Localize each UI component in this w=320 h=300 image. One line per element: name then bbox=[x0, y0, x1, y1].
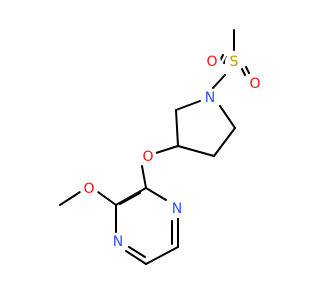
bond-sulfur-oxygen-bottom-a bbox=[241, 68, 246, 76]
bond-ring-c5-n bbox=[175, 100, 201, 111]
atom-label-background bbox=[139, 148, 157, 166]
bond-pyrazine-c5-n4 bbox=[125, 250, 147, 265]
bond-n-ring-c2 bbox=[219, 105, 236, 129]
methoxy-oxygen: O bbox=[80, 180, 98, 198]
bond-pyrazine-c2-c3 bbox=[115, 187, 147, 206]
bond-pyrazine-c3-c2-inner bbox=[119, 192, 141, 205]
bond-pyrazine-c6-c5 bbox=[145, 246, 179, 265]
atom-label-sulfur: S bbox=[230, 54, 239, 70]
pyrrolidine-nitrogen: N bbox=[201, 89, 219, 107]
atom-labels: O S O N O O N N bbox=[80, 53, 264, 251]
atom-label-background bbox=[225, 53, 243, 71]
bond-methoxy-o-methyl bbox=[59, 191, 81, 206]
bond-ring-c4-c5 bbox=[175, 109, 179, 147]
bond-sulfur-nitrogen bbox=[212, 74, 226, 89]
atom-label-background bbox=[203, 53, 221, 71]
atom-label-oxygen: O bbox=[249, 76, 260, 92]
atom-label-nitrogen: N bbox=[205, 90, 215, 106]
atom-label-oxygen: O bbox=[83, 181, 94, 197]
atom-label-background bbox=[109, 233, 127, 251]
bond-ring-c3-c4 bbox=[177, 145, 215, 157]
atom-label-oxygen: O bbox=[142, 149, 153, 165]
bond-pyrazine-c2-n1 bbox=[145, 187, 167, 201]
bond-ring-c4-ether-o bbox=[155, 145, 179, 154]
bond-sulfur-oxygen-bottom-b bbox=[245, 66, 250, 74]
atom-label-nitrogen: N bbox=[113, 234, 123, 250]
bonds bbox=[59, 29, 250, 265]
molecule-structure-diagram: O S O N O O N N bbox=[59, 29, 264, 265]
atom-label-oxygen: O bbox=[206, 54, 217, 70]
bond-ether-o-pyrazine-c2 bbox=[141, 165, 147, 189]
ether-oxygen: O bbox=[139, 148, 157, 166]
atom-label-background bbox=[80, 180, 98, 198]
sulfur-atom: S bbox=[225, 53, 243, 71]
sulfonyl-oxygen-top: O bbox=[203, 53, 221, 71]
atom-label-background bbox=[246, 75, 264, 93]
atom-label-nitrogen: N bbox=[172, 201, 182, 217]
pyrazine-nitrogen-upper: N bbox=[168, 200, 186, 218]
bond-pyrazine-c3-methoxy-o bbox=[97, 191, 117, 206]
pyrazine-nitrogen-lower: N bbox=[109, 233, 127, 251]
bond-ring-c2-c3 bbox=[213, 127, 236, 157]
atom-label-background bbox=[201, 89, 219, 107]
sulfonyl-oxygen-bottom: O bbox=[246, 75, 264, 93]
atom-label-background bbox=[168, 200, 186, 218]
bond-pyrazine-c5-n4-inner bbox=[128, 246, 146, 258]
